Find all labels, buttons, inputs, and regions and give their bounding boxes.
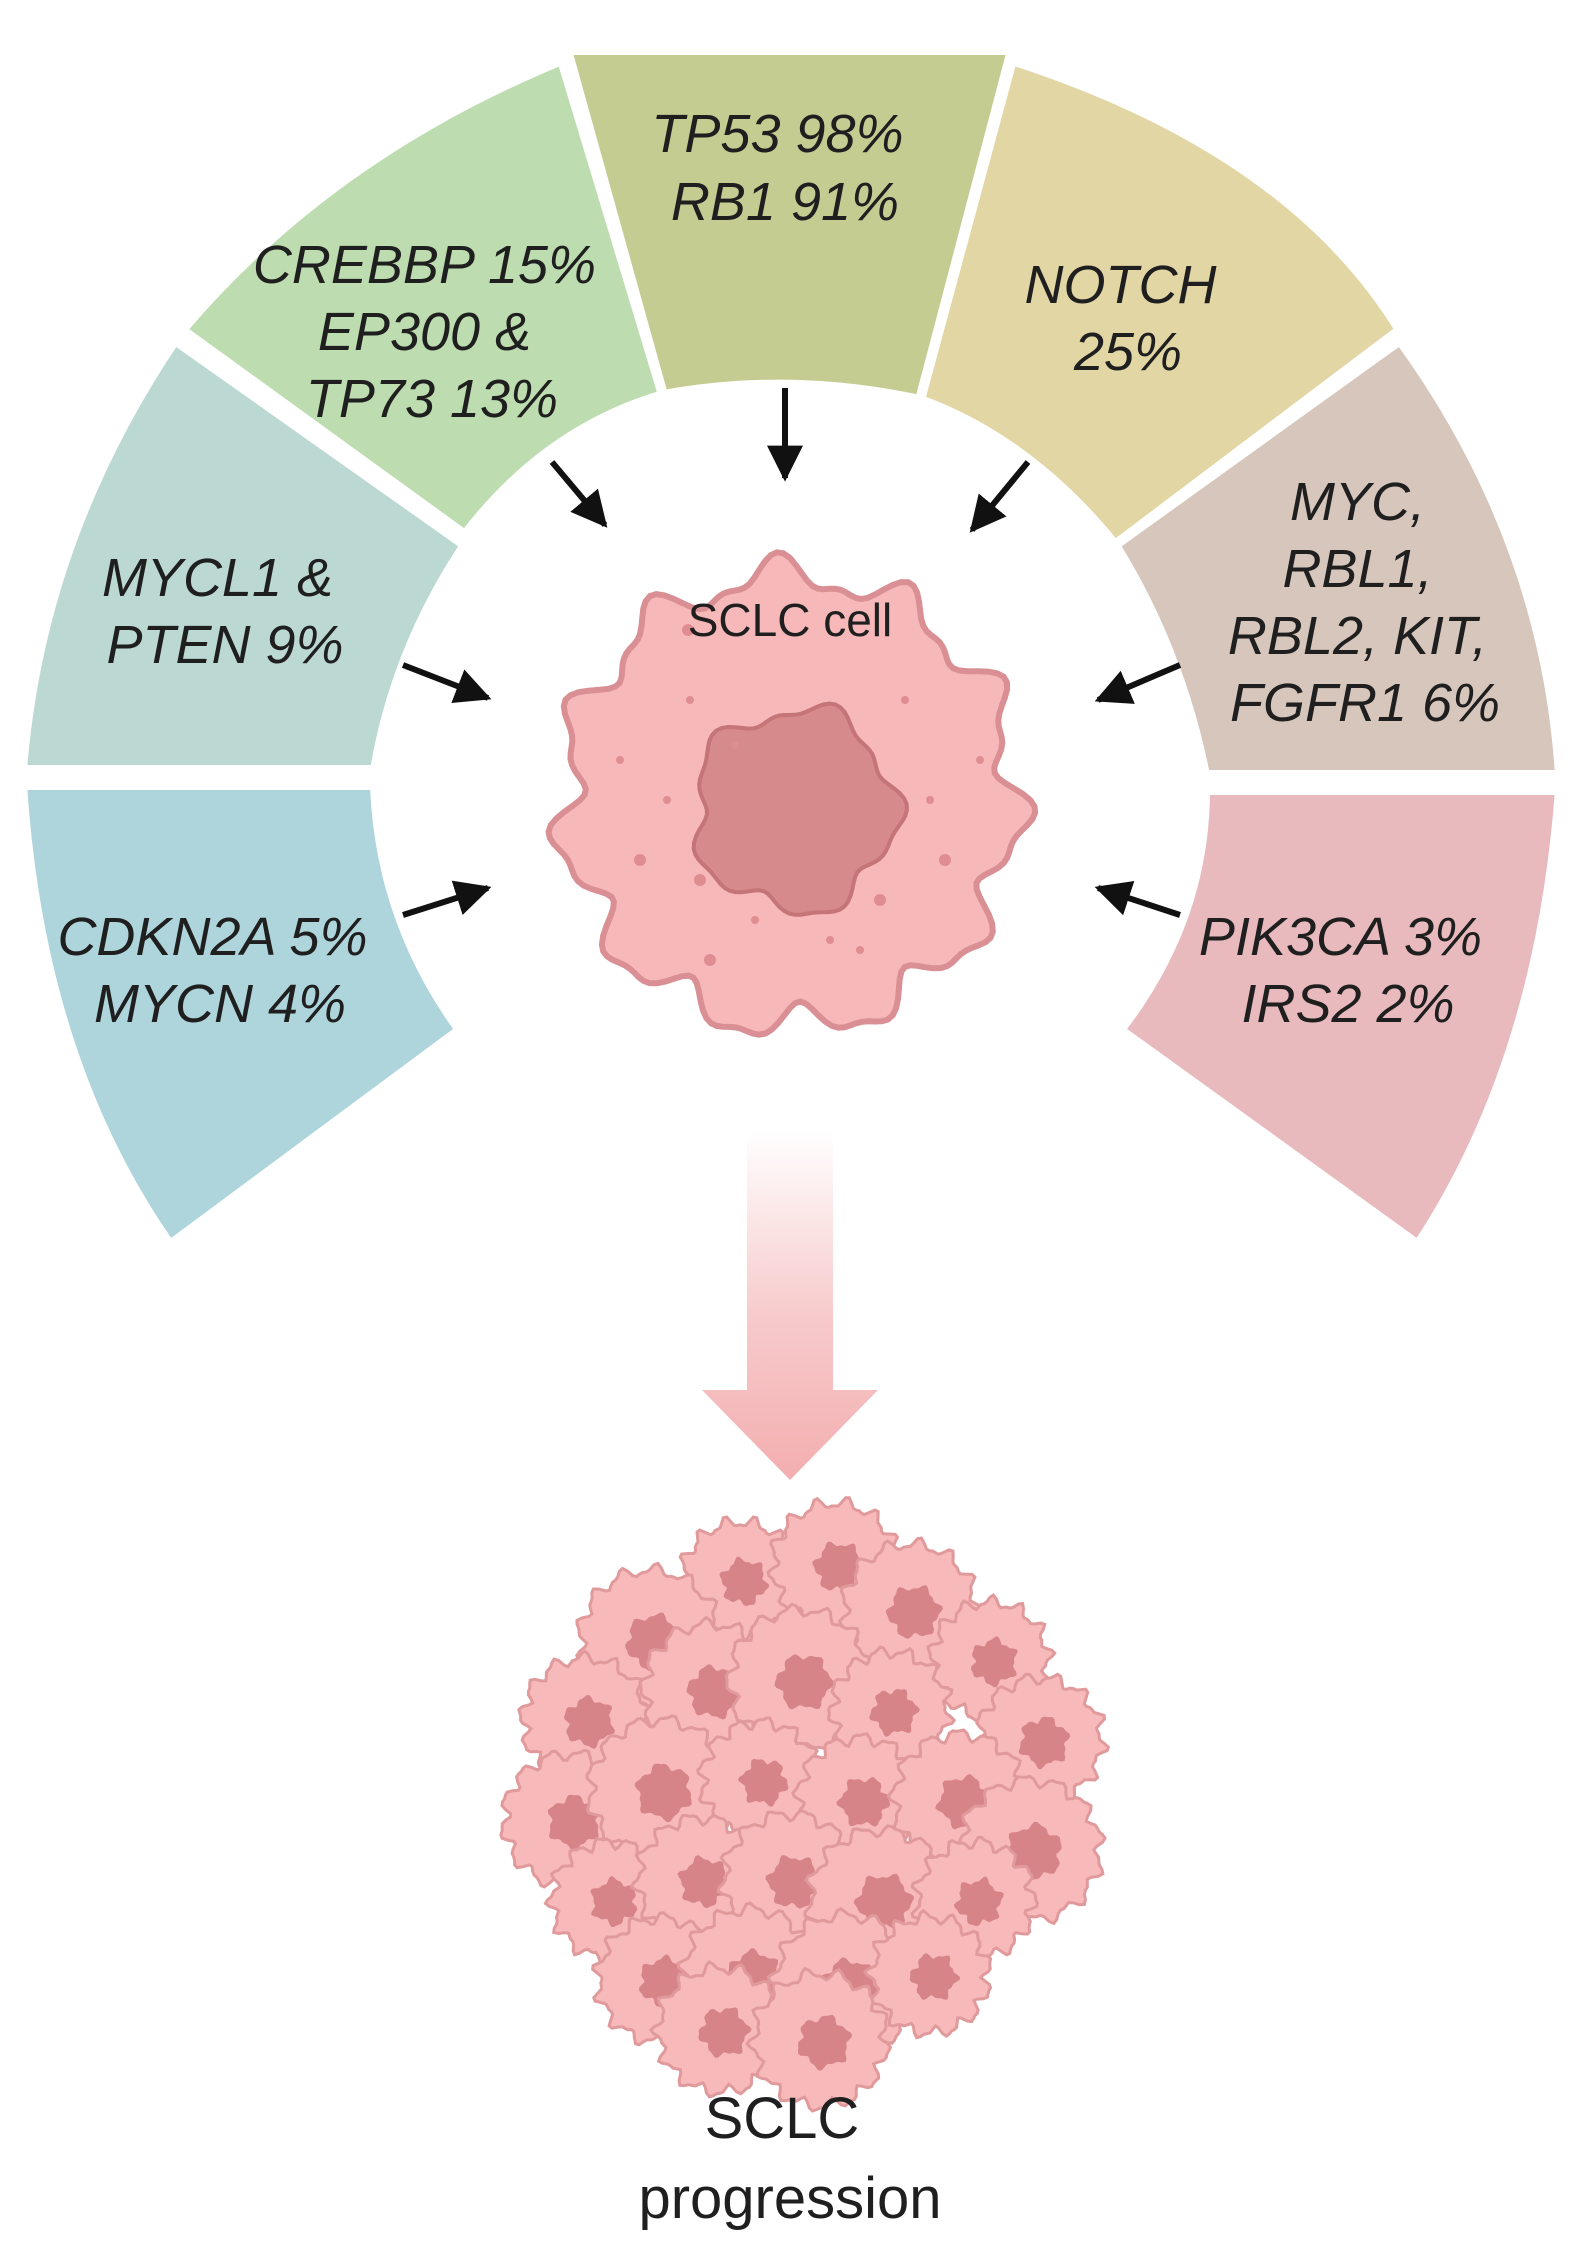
progression-arrow-shape — [702, 1130, 878, 1480]
segment-mycl1-pten: MYCL1 & PTEN 9% — [16, 332, 472, 775]
cell-granule — [751, 916, 759, 924]
arrow-cdkn2a-mycn — [402, 880, 492, 918]
cell-granule — [634, 854, 646, 866]
tumor-cell-nucleus — [836, 1777, 891, 1827]
segment-mycl1-pten-label: MYCL1 & PTEN 9% — [102, 548, 348, 675]
cell-granule — [926, 796, 934, 804]
arrow-notch — [969, 460, 1031, 533]
tumor-cell-nucleus — [971, 1636, 1018, 1688]
segment-myc-group: MYC, RBL1, RBL2, KIT, FGFR1 6% — [1108, 333, 1566, 780]
tumor-cell-nucleus — [954, 1876, 1004, 1927]
tumor-cell-nucleus — [909, 1953, 960, 2000]
cell-granule — [901, 696, 909, 704]
tumor-cell-nucleus — [719, 1556, 769, 1606]
segment-notch-shape — [913, 53, 1407, 552]
cell-granule — [694, 874, 706, 886]
tumor-cell-nucleus — [774, 1654, 835, 1710]
progression-label: SCLC progression — [638, 2086, 941, 2231]
segment-myc-group-shape — [1108, 333, 1566, 780]
sclc-cell: SCLC cell — [545, 549, 1039, 1038]
cell-granule — [826, 936, 834, 944]
tumor-cell-nucleus — [564, 1695, 615, 1749]
cell-granule — [663, 796, 671, 804]
arrow-pik3ca-irs2 — [1094, 881, 1181, 918]
cell-granule — [704, 954, 716, 966]
tumor-cell-nucleus — [1018, 1716, 1071, 1770]
cell-granule — [682, 624, 694, 636]
progression-arrow — [702, 1130, 878, 1480]
segment-mycl1-pten-shape — [16, 332, 472, 775]
tumor-cell-nucleus — [737, 1758, 789, 1807]
cell-granule — [874, 894, 886, 906]
tumor-cell-nucleus — [698, 2007, 752, 2058]
cell-granule — [686, 696, 694, 704]
tumor-cell-nucleus — [853, 1873, 914, 1930]
segment-notch: NOTCH 25% — [913, 53, 1407, 552]
segment-crebbp-group-shape — [174, 53, 670, 542]
segment-tp53-rb1: TP53 98% RB1 91% — [560, 45, 1019, 406]
cell-granule — [731, 741, 739, 749]
sclc-cell-nucleus — [691, 701, 909, 917]
segment-pik3ca-irs2-label: PIK3CA 3% IRS2 2% — [1199, 907, 1497, 1034]
arrow-myc-group — [1094, 662, 1182, 704]
sclc-tumor-cluster — [499, 1496, 1111, 2113]
arrow-mycl1-pten — [401, 662, 492, 704]
cell-granule — [976, 756, 984, 764]
tumor-cell-nucleus — [677, 1855, 731, 1909]
tumor-cell-nucleus — [590, 1875, 638, 1927]
segment-notch-label: NOTCH 25% — [1025, 255, 1232, 382]
segment-cdkn2a-mycn: CDKN2A 5% MYCN 4% — [16, 780, 467, 1253]
arrow-crebbp-group — [549, 460, 608, 528]
tumor-cell-nucleus — [634, 1763, 692, 1823]
tumor-cell-nucleus — [885, 1585, 943, 1639]
mutation-arrows — [401, 388, 1182, 918]
segment-crebbp-group: CREBBP 15% EP300 & TP73 13% — [174, 53, 670, 542]
segment-tp53-rb1-label: TP53 98% RB1 91% — [651, 104, 918, 232]
cell-granule — [856, 946, 864, 954]
segment-pik3ca-irs2: PIK3CA 3% IRS2 2% — [1112, 785, 1566, 1253]
segment-myc-group-label: MYC, RBL1, RBL2, KIT, FGFR1 6% — [1228, 472, 1502, 733]
tumor-cell-nucleus — [798, 2014, 853, 2071]
cell-granule — [939, 854, 951, 866]
sclc-cell-label: SCLC cell — [688, 594, 893, 646]
sclc-cell-granules — [616, 624, 984, 966]
segment-tp53-rb1-shape — [560, 45, 1019, 406]
segment-crebbp-group-label: CREBBP 15% EP300 & TP73 13% — [253, 235, 611, 429]
segment-cdkn2a-mycn-label: CDKN2A 5% MYCN 4% — [57, 907, 382, 1034]
segment-cdkn2a-mycn-shape — [16, 780, 467, 1253]
tumor-cell-nucleus — [765, 1855, 823, 1909]
tumor-cell-nucleus — [869, 1689, 920, 1737]
tumor-cell-nucleus — [812, 1541, 867, 1592]
segment-pik3ca-irs2-shape — [1112, 785, 1566, 1253]
cell-granule — [616, 756, 624, 764]
